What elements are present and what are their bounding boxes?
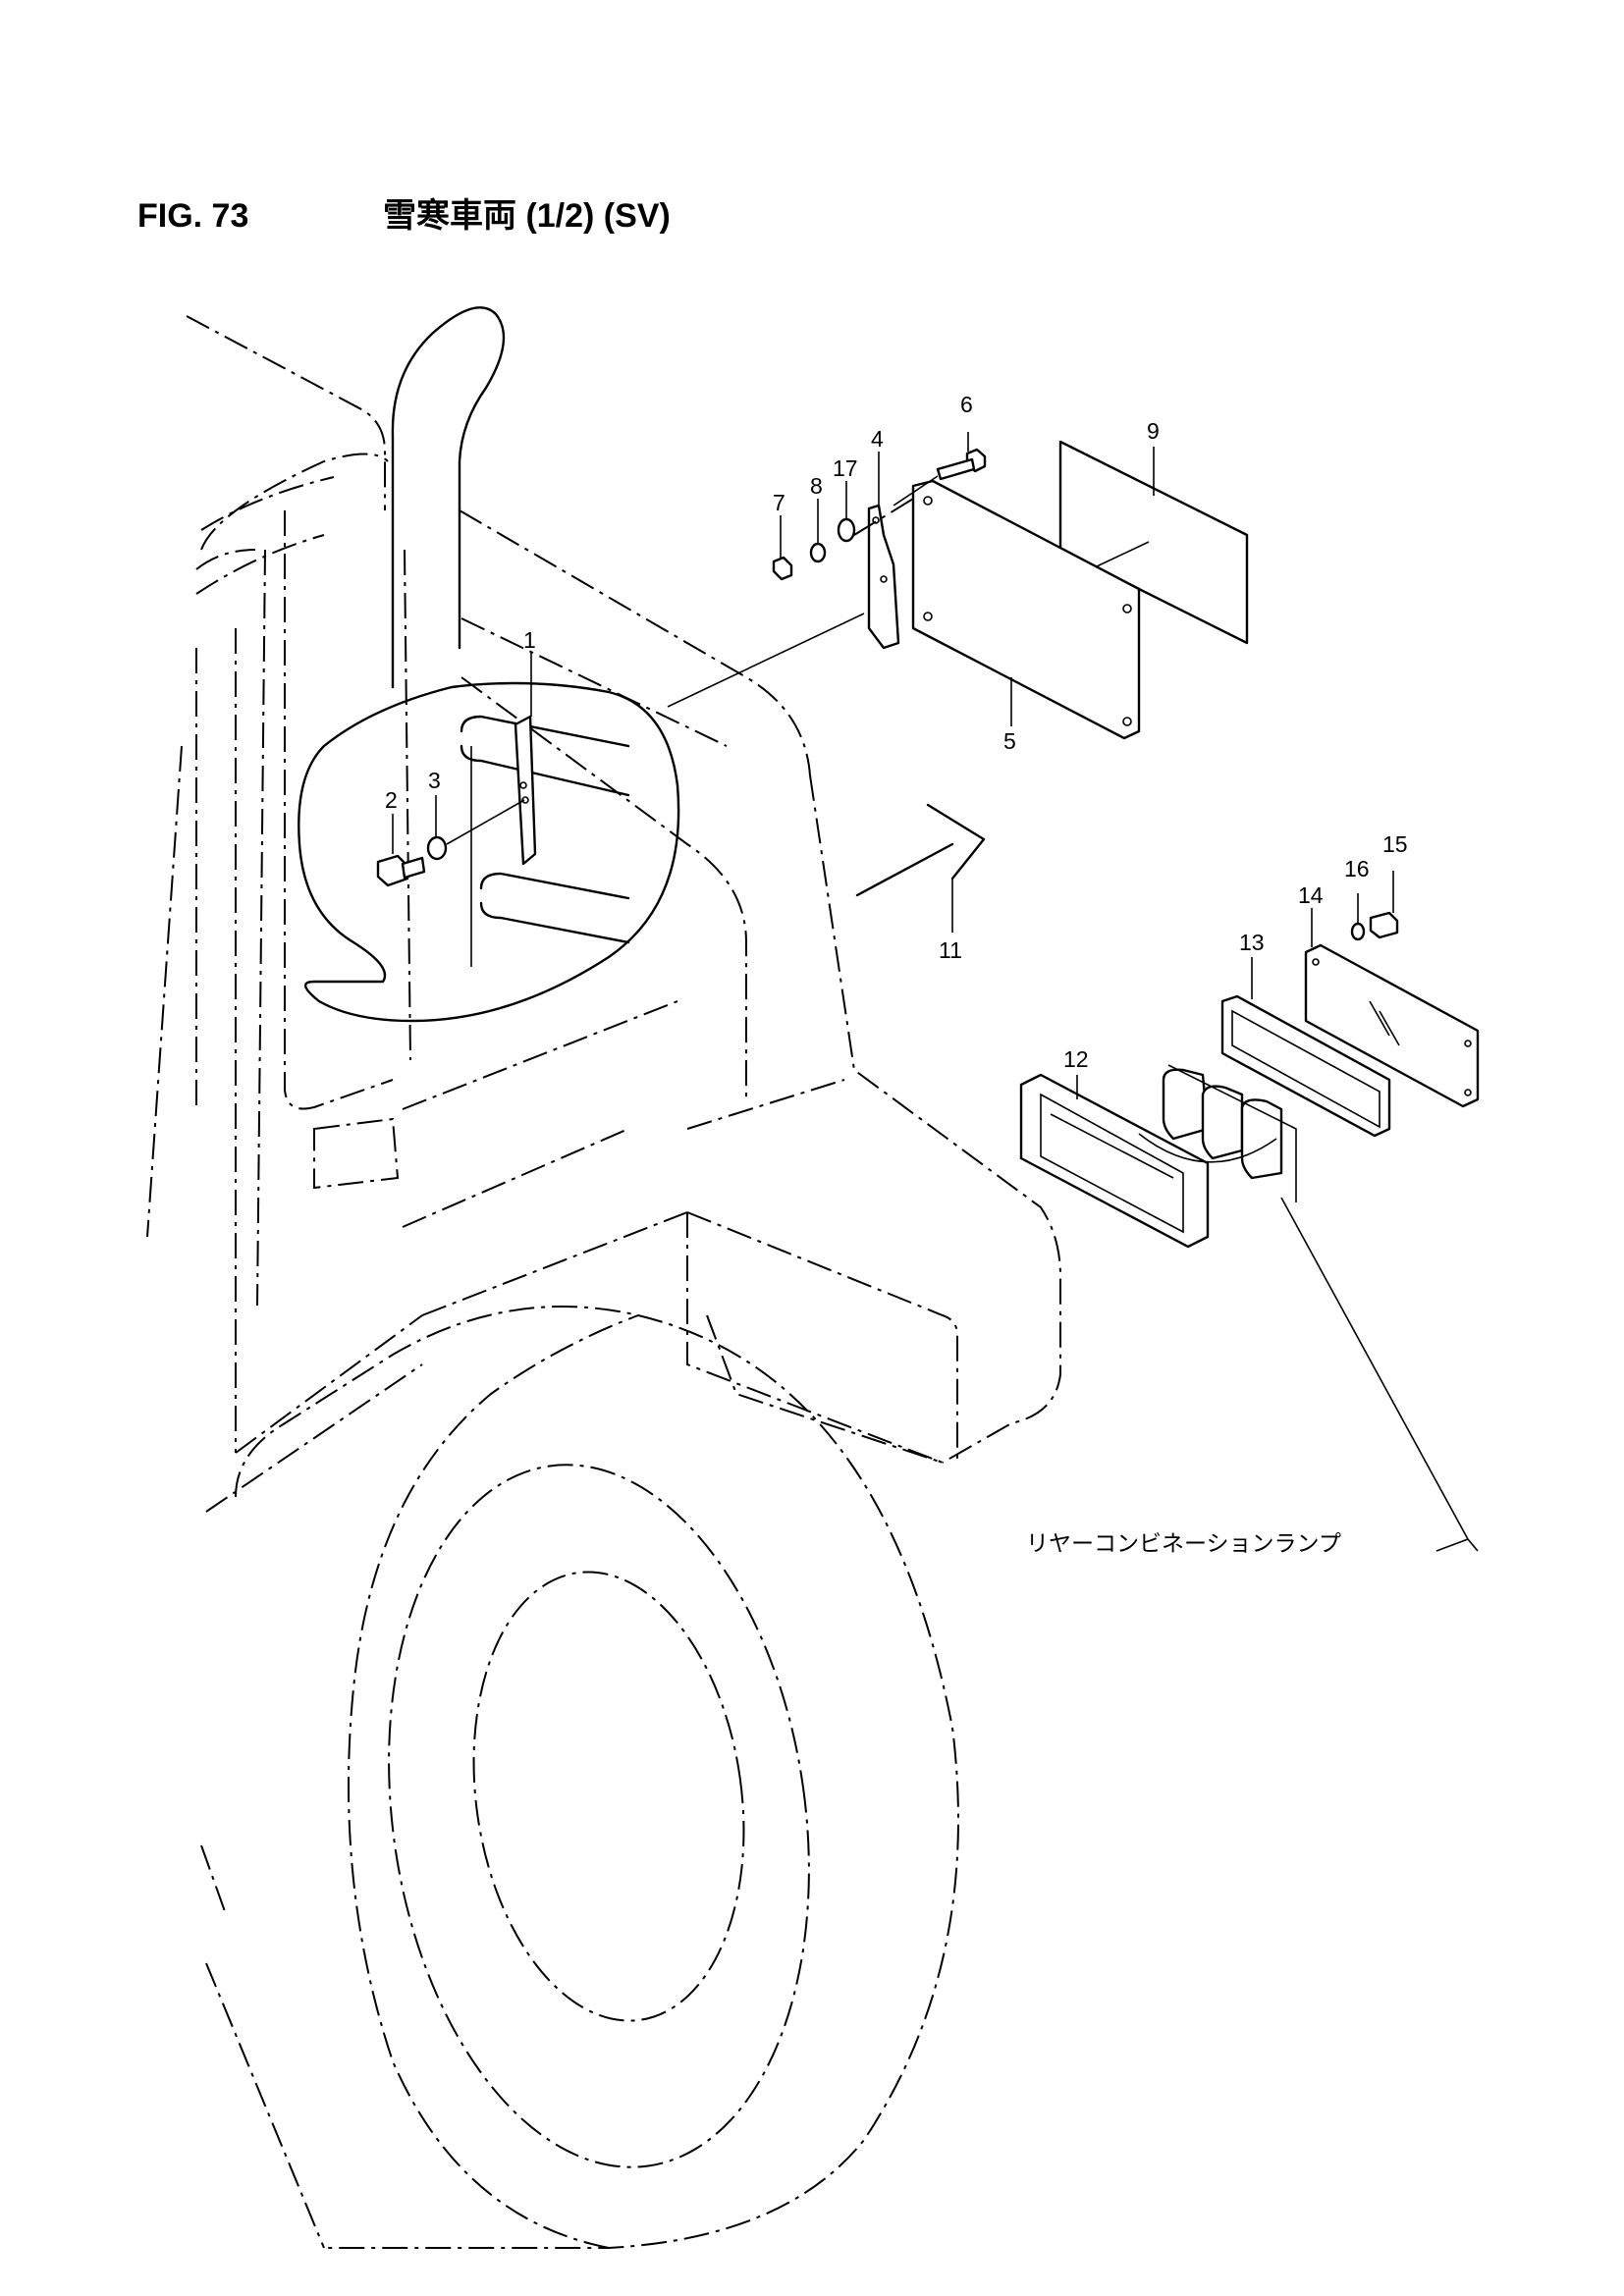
figure-title: 雪寒車両 (1/2) (SV) — [383, 197, 671, 235]
part-14-lens — [1304, 943, 1480, 1108]
callout-13: 13 — [1239, 930, 1265, 955]
part-8-washer — [809, 542, 827, 563]
part-2-bolt — [376, 854, 426, 887]
rear-lamp-assembly — [1019, 871, 1480, 1552]
part-6-bolt — [893, 432, 987, 507]
callout-11: 11 — [939, 937, 962, 963]
part-13-gasket — [1220, 994, 1391, 1138]
callout-8: 8 — [810, 473, 823, 499]
part-9-sheet — [1058, 440, 1249, 645]
callout-2: 2 — [385, 787, 398, 813]
vehicle-outline — [146, 306, 1061, 2249]
part-3-washer — [426, 835, 448, 861]
callout-3: 3 — [428, 768, 441, 793]
part-7-nut — [772, 556, 793, 581]
callout-7: 7 — [773, 490, 785, 515]
part-5-plate — [911, 479, 1141, 740]
callout-9: 9 — [1147, 418, 1160, 444]
part-16-washer — [1350, 922, 1366, 941]
callout-17: 17 — [833, 455, 858, 481]
part-12-housing — [1019, 1073, 1210, 1249]
page-title: FIG. 73 雪寒車両 (1/2) (SV) — [137, 188, 671, 237]
callout-4: 4 — [871, 426, 884, 452]
assembly-label: リヤーコンビネーションランプ — [1026, 1530, 1341, 1556]
callout-labels: 1 2 3 4 5 6 7 8 9 17 11 12 13 14 15 16 リ… — [385, 392, 1408, 1556]
part-17-washer — [837, 517, 856, 543]
callout-6: 6 — [960, 392, 973, 417]
detail-view — [298, 613, 865, 1023]
part-15-screw — [1369, 911, 1399, 939]
callout-12: 12 — [1063, 1046, 1089, 1072]
callout-15: 15 — [1382, 831, 1408, 857]
upper-parts — [772, 432, 1249, 740]
view-arrow-11 — [855, 803, 986, 933]
callout-1: 1 — [523, 627, 536, 653]
callout-5: 5 — [1003, 728, 1016, 754]
callout-14: 14 — [1298, 882, 1324, 908]
callout-16: 16 — [1344, 856, 1370, 881]
figure-number: FIG. 73 — [137, 197, 249, 235]
part-1-bracket — [514, 715, 537, 866]
